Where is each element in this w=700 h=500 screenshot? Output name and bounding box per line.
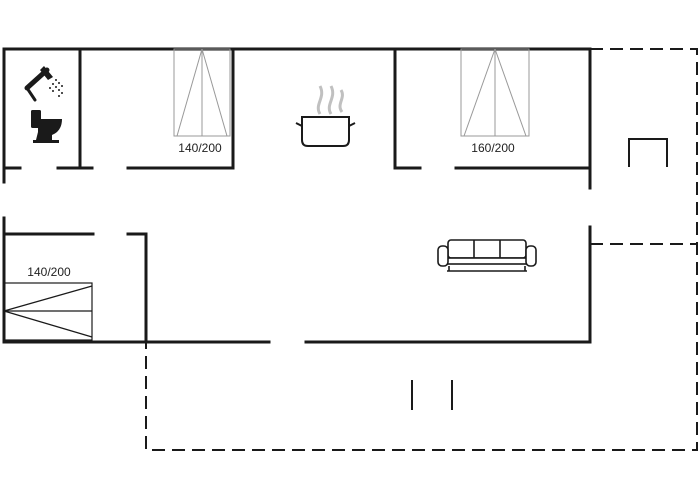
toilet-icon — [31, 110, 62, 143]
living-room — [437, 239, 537, 272]
bed-size-label: 140/200 — [27, 265, 71, 279]
bed-160-icon — [460, 48, 530, 137]
bedroom-3: 140/200 — [3, 265, 93, 341]
bed-140-icon — [3, 282, 93, 341]
cooking-pot-icon — [295, 85, 356, 147]
bed-size-label: 140/200 — [178, 141, 222, 155]
terrace-outline — [145, 48, 698, 451]
bathroom — [24, 66, 63, 143]
shower-icon — [24, 66, 63, 102]
kitchen — [295, 85, 356, 147]
bedroom-1: 140/200 — [173, 48, 231, 155]
bed-140-icon — [173, 48, 231, 137]
terrace-posts — [411, 380, 453, 410]
sofa-icon — [437, 239, 537, 272]
bedroom-2: 160/200 — [460, 48, 530, 155]
bed-size-label: 160/200 — [471, 141, 515, 155]
terrace-fixture — [628, 138, 668, 167]
